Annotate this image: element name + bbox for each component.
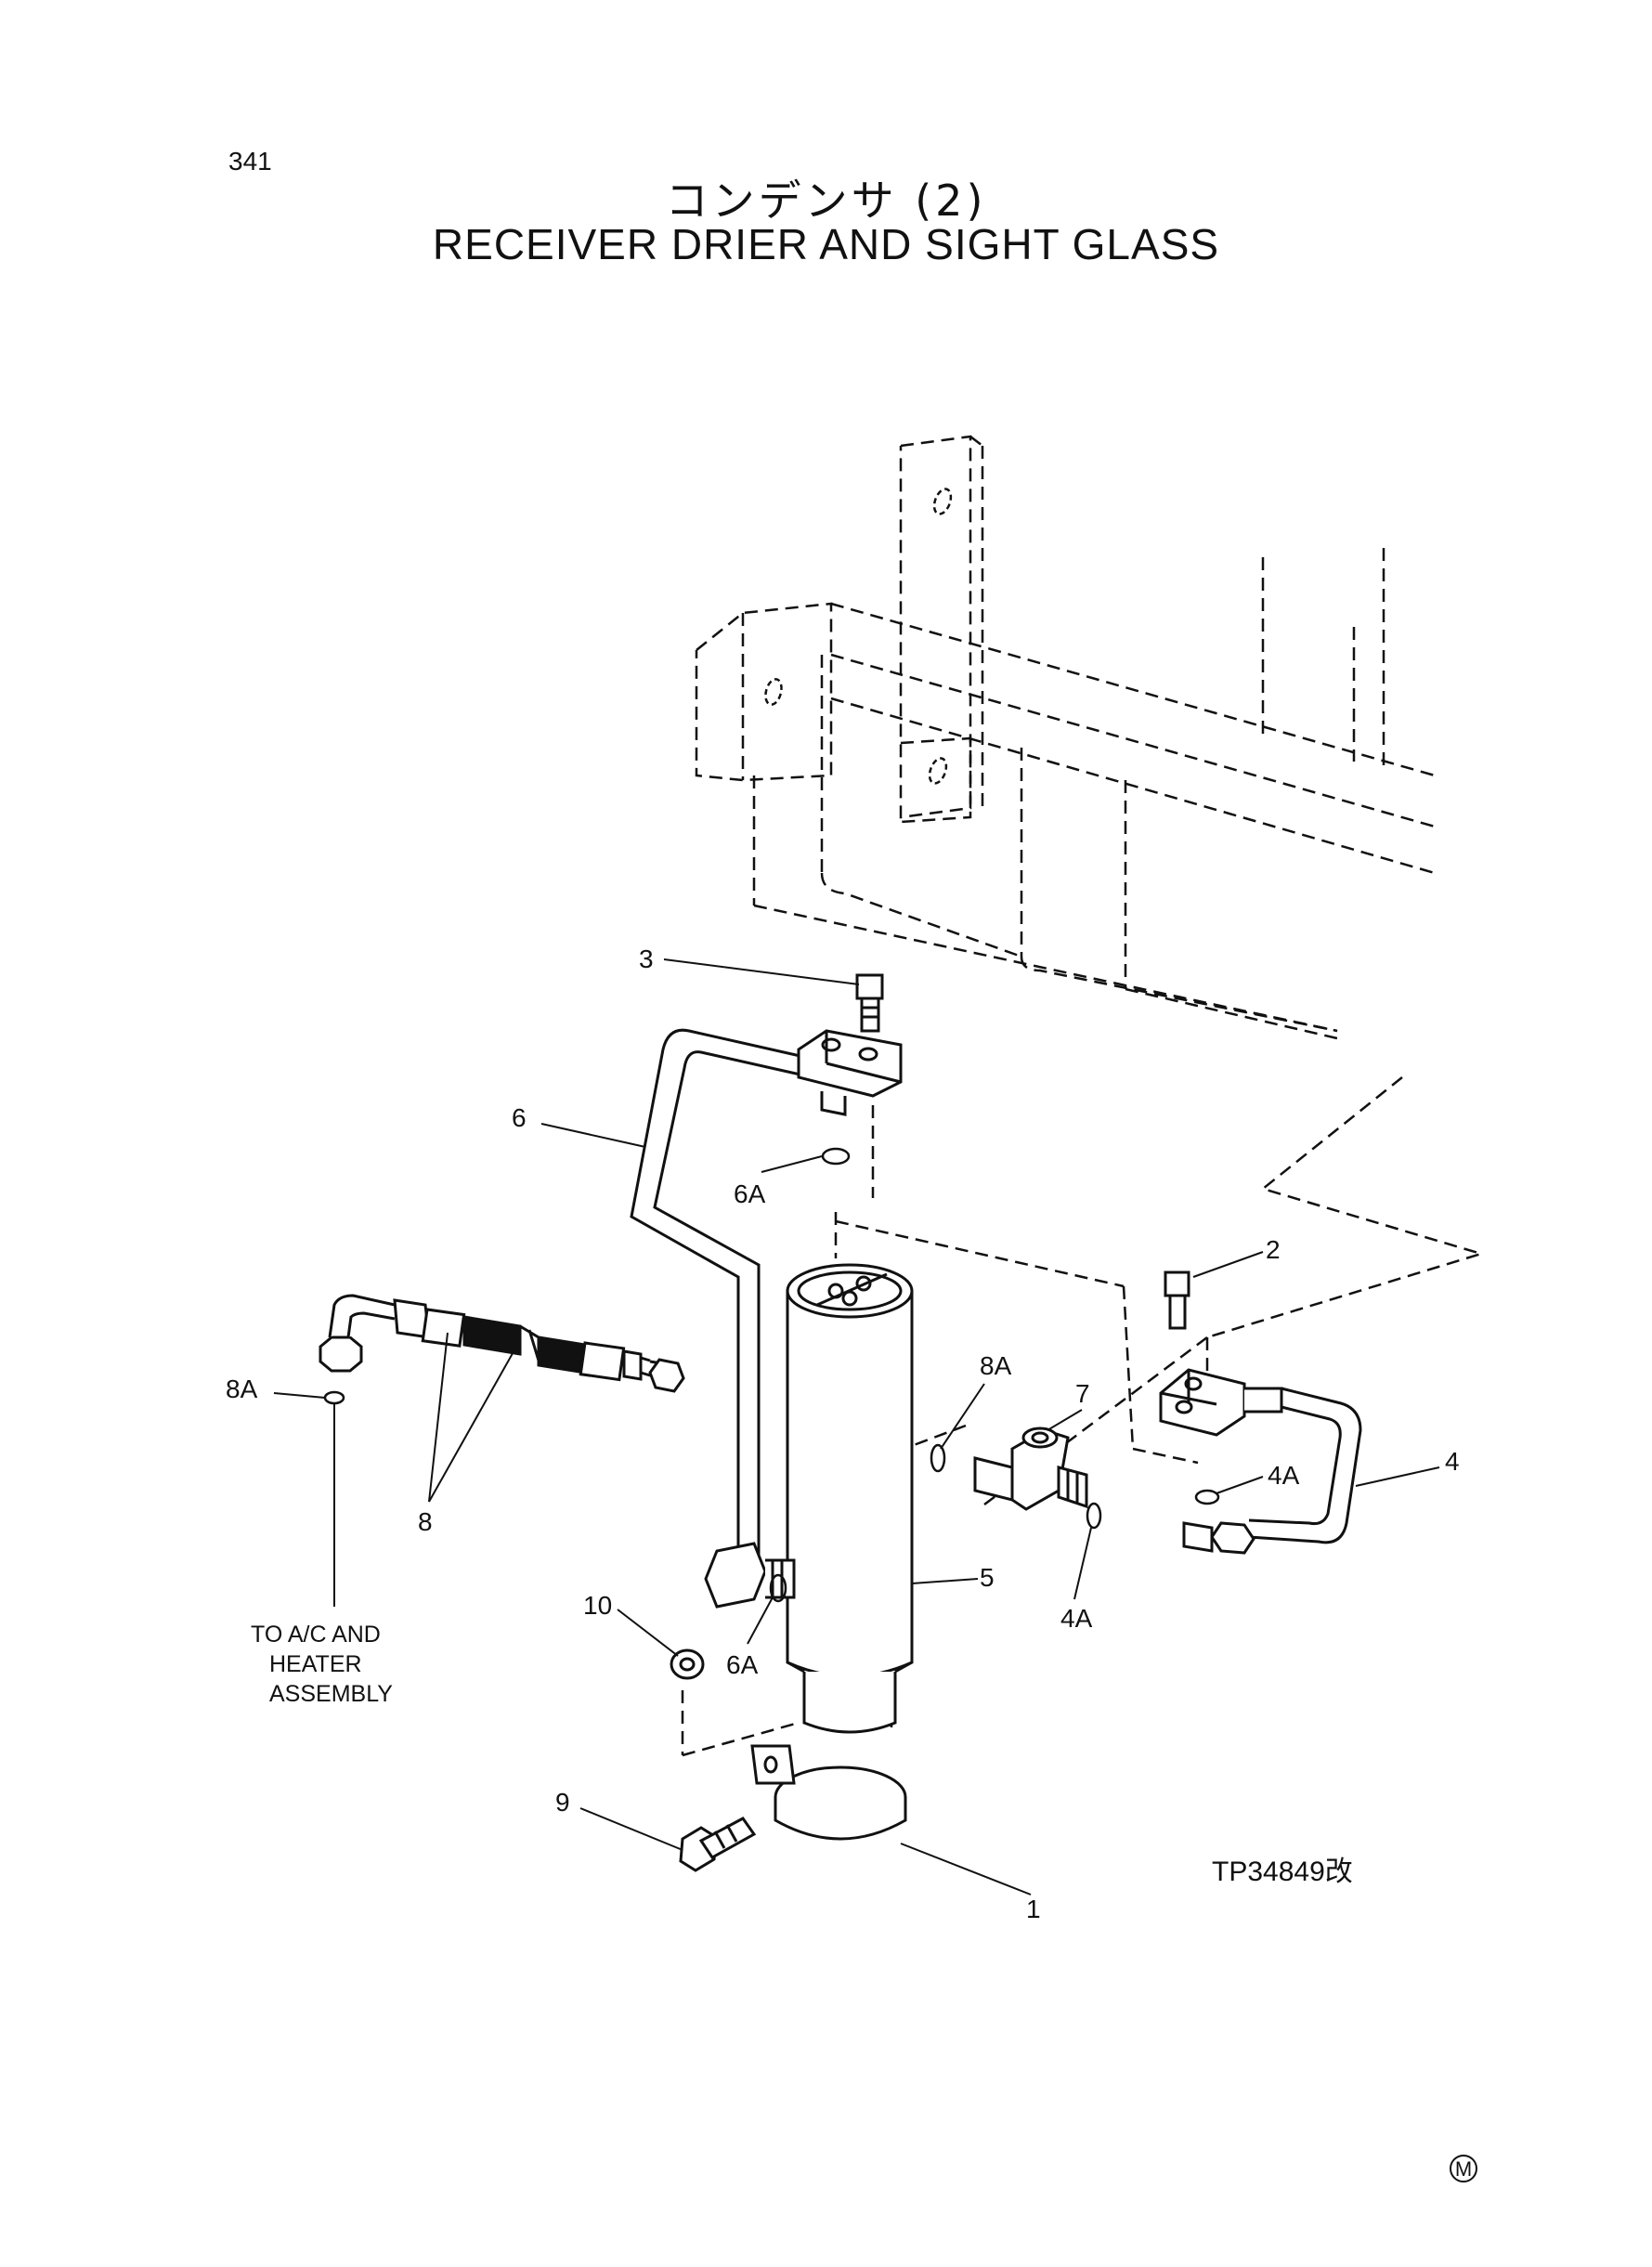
frame-holes: [764, 488, 953, 785]
clamp: [750, 1744, 907, 1841]
title-japanese: コンデンサ (2): [665, 176, 987, 226]
callout-9: 9: [555, 1788, 570, 1817]
callout-4: 4: [1445, 1447, 1460, 1476]
mark-letter: M: [1455, 2157, 1472, 2181]
leader-lines: [273, 958, 1440, 1896]
callout-4a-bottom: 4A: [1060, 1604, 1093, 1633]
o-ring-6a-bottom: [769, 1573, 787, 1603]
circled-m-mark: M: [1450, 2155, 1477, 2182]
pipe-6: [630, 1028, 813, 1609]
bolt-9: [679, 1817, 757, 1872]
callout-6a-bottom: 6A: [726, 1650, 759, 1679]
callout-8a-mid: 8A: [980, 1351, 1012, 1380]
o-ring-4a-bottom: [1086, 1502, 1102, 1530]
o-ring-8a-left: [323, 1390, 345, 1405]
sight-glass-7: [973, 1427, 1088, 1511]
callout-2: 2: [1266, 1235, 1281, 1264]
callout-7: 7: [1075, 1379, 1090, 1408]
note-line-1: TO A/C AND: [251, 1622, 381, 1648]
receiver-drier: [786, 1263, 914, 1734]
page-number: 341: [228, 147, 272, 176]
callout-4a-top: 4A: [1268, 1461, 1300, 1490]
bolt-2: [1164, 1270, 1190, 1330]
callout-8: 8: [418, 1507, 433, 1536]
condenser-frame-outline: [681, 435, 1486, 1757]
callout-6a-top: 6A: [734, 1179, 766, 1208]
note-line-3: ASSEMBLY: [269, 1681, 393, 1707]
washer-10: [670, 1648, 705, 1680]
fitting-block-4: [1159, 1368, 1283, 1437]
o-ring-8a-mid: [930, 1443, 946, 1473]
hose-8: [319, 1294, 685, 1393]
callout-1: 1: [1026, 1895, 1041, 1923]
figure-reference: TP34849改: [1212, 1857, 1353, 1887]
callout-3: 3: [639, 945, 654, 973]
callout-8a-left: 8A: [226, 1375, 258, 1403]
note-line-2: HEATER: [269, 1651, 362, 1677]
title-english: RECEIVER DRIER AND SIGHT GLASS: [432, 220, 1220, 268]
callout-10: 10: [583, 1591, 612, 1620]
callout-6: 6: [512, 1103, 527, 1132]
fitting-block-6: [797, 1029, 903, 1116]
o-ring-4a-top: [1194, 1489, 1220, 1505]
bolt-3: [855, 973, 884, 1033]
pipe-4: [1182, 1387, 1362, 1555]
o-ring-6a-top: [821, 1147, 851, 1166]
callout-5: 5: [980, 1563, 995, 1592]
